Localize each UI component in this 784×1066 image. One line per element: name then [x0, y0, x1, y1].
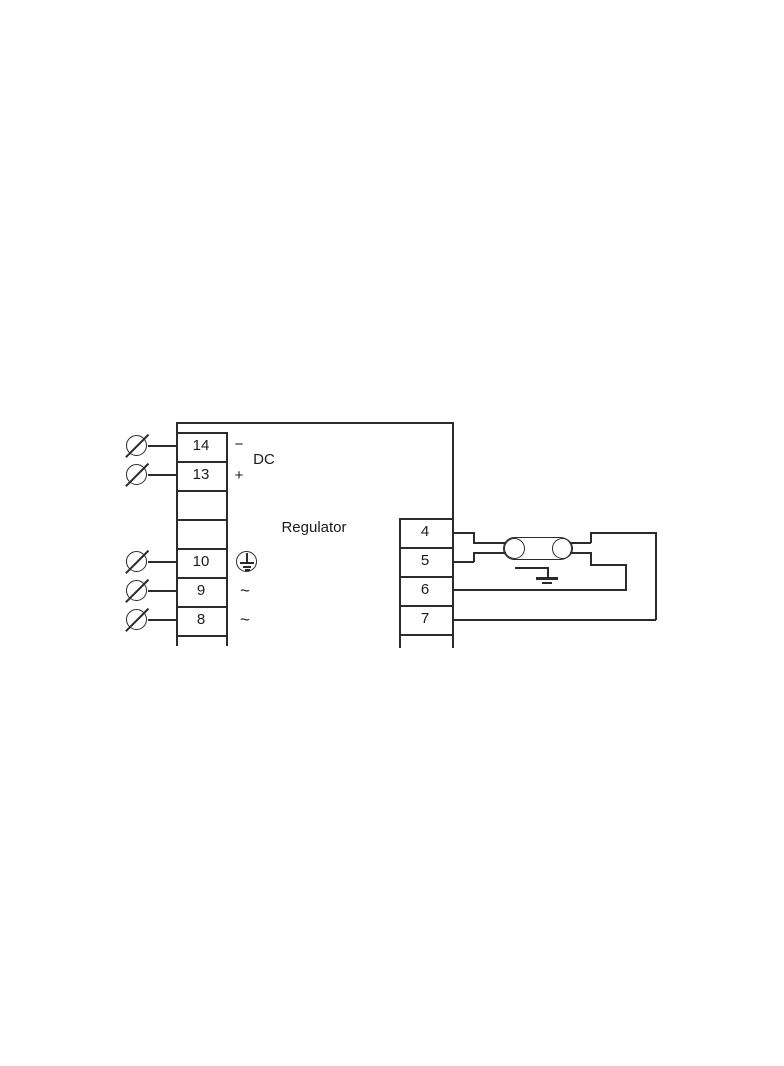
terminal-cell-divider	[399, 547, 452, 549]
screw-terminal-icon	[126, 435, 147, 456]
probe-contact-left	[504, 538, 525, 559]
terminal-cell-divider	[176, 635, 226, 637]
terminal-cell-divider	[399, 605, 452, 607]
screw-terminal-icon	[126, 609, 147, 630]
terminal-wire	[148, 445, 176, 447]
terminal-cell-divider	[399, 634, 452, 636]
terminal-10-label: 10	[192, 553, 210, 570]
terminal-8-label: 8	[196, 611, 206, 628]
dc-plus-sign: +	[234, 467, 244, 484]
screw-terminal-icon	[126, 551, 147, 572]
terminal-wire	[148, 474, 176, 476]
terminal-wire	[148, 561, 176, 563]
ac-symbol-8: ~	[240, 610, 250, 629]
terminal-cell-divider	[176, 577, 226, 579]
terminal-empty-label	[186, 496, 216, 512]
terminal-cell-divider	[176, 461, 226, 463]
probe-contact-right	[552, 538, 573, 559]
terminal-9-label: 9	[196, 582, 206, 599]
left-terminal-strip-edge	[226, 432, 228, 646]
dc-minus-sign: −	[234, 436, 244, 453]
screw-terminal-icon	[126, 580, 147, 601]
terminal-cell-divider	[176, 432, 226, 434]
terminal-cell-divider	[176, 490, 226, 492]
regulator-box-right-edge	[452, 422, 454, 648]
ac-symbol-9: ~	[240, 581, 250, 600]
terminal-cell-divider	[399, 576, 452, 578]
terminal-cell-divider	[176, 606, 226, 608]
dc-label: DC	[253, 451, 275, 468]
terminal-7-label: 7	[420, 610, 430, 627]
right-terminal-strip-edge	[399, 518, 401, 648]
terminal-13-label: 13	[192, 466, 210, 483]
regulator-box-left-edge	[176, 422, 178, 646]
regulator-box-top-edge	[176, 422, 452, 424]
terminal-5-label: 5	[420, 552, 430, 569]
terminal-empty-label	[186, 525, 216, 541]
terminal-wire	[148, 619, 176, 621]
terminal-wire	[148, 590, 176, 592]
terminal-cell-divider	[176, 548, 226, 550]
terminal-14-label: 14	[192, 437, 210, 454]
terminal-cell-divider	[399, 518, 452, 520]
device-title: Regulator	[281, 519, 347, 536]
terminal-4-label: 4	[420, 523, 430, 540]
screw-terminal-icon	[126, 464, 147, 485]
terminal-6-label: 6	[420, 581, 430, 598]
terminal-cell-divider	[176, 519, 226, 521]
